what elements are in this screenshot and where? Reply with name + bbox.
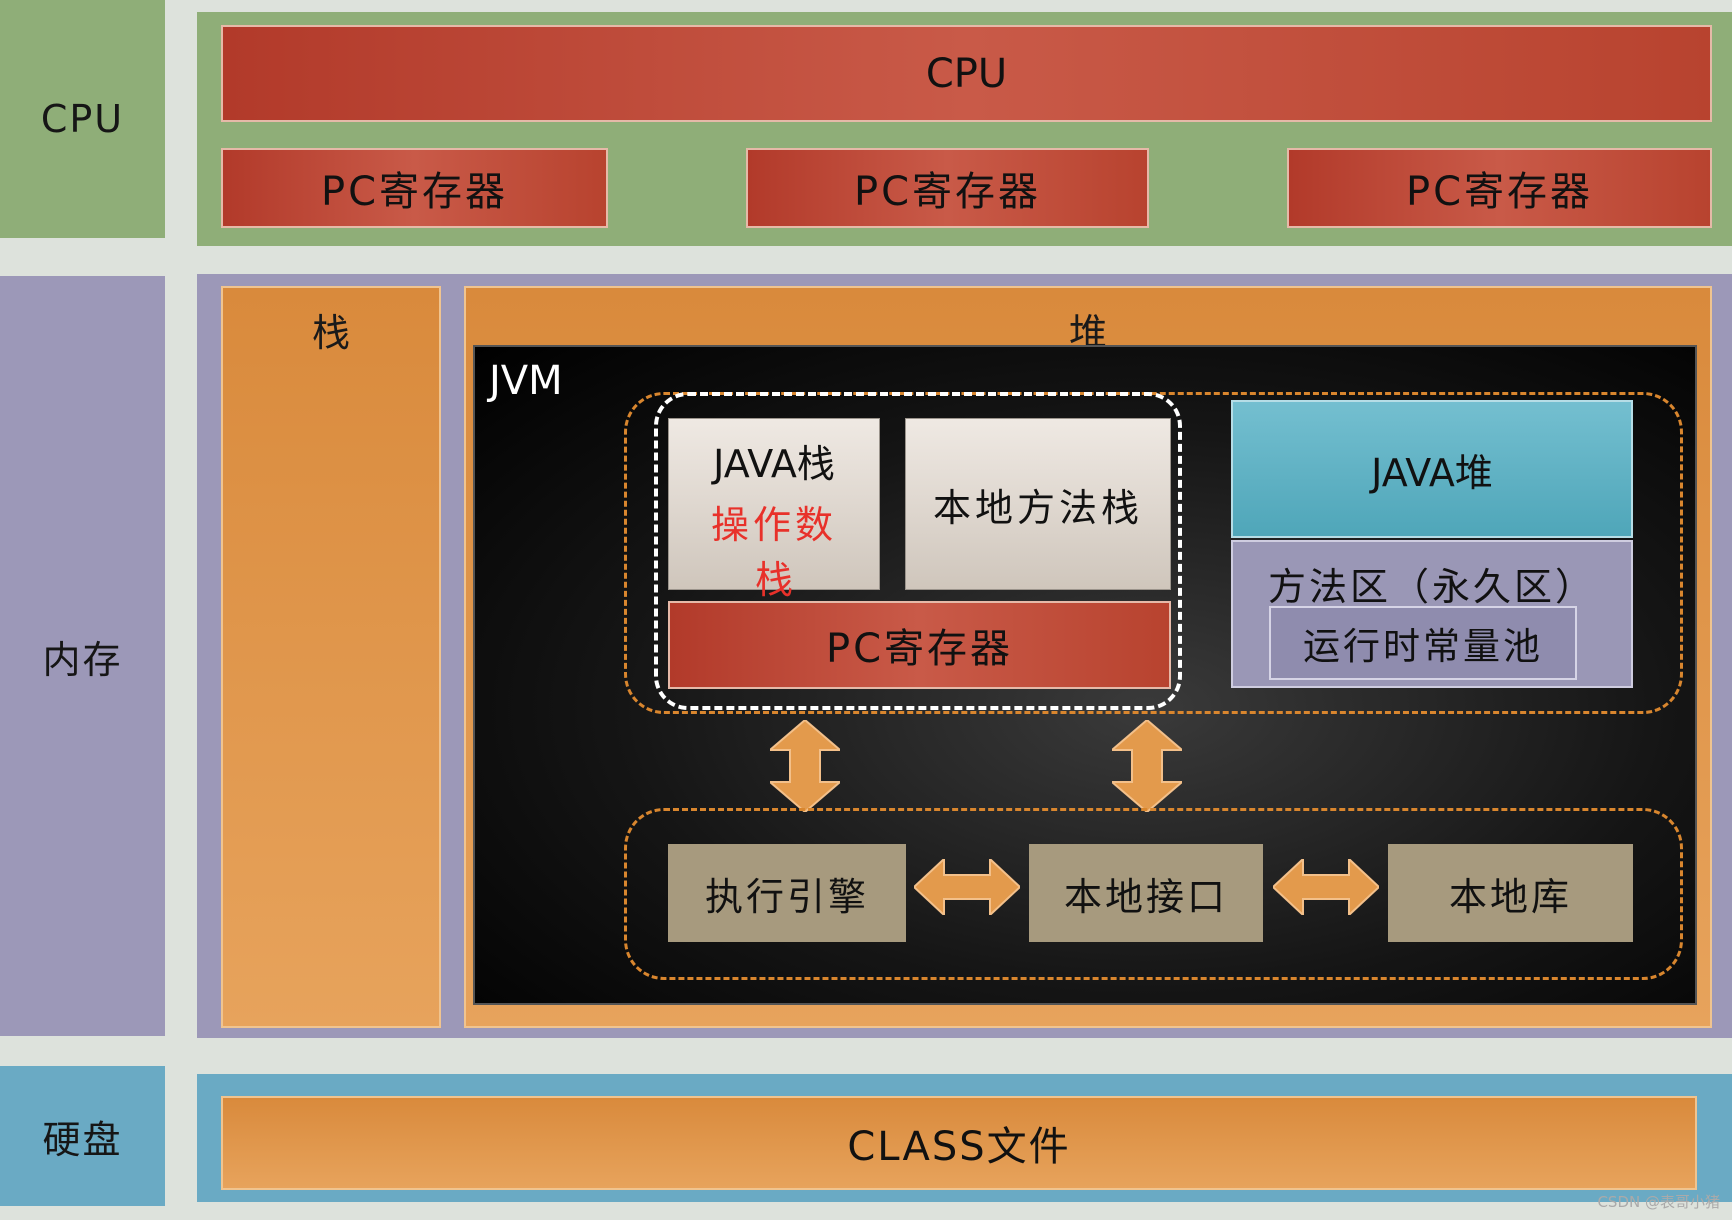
method-area-label: 方法区（永久区） — [1267, 565, 1596, 609]
native-interface-block: 本地接口 — [1029, 844, 1263, 942]
java-heap-block: JAVA堆 — [1231, 400, 1633, 538]
category-cpu-label: CPU — [40, 97, 125, 141]
operand-stack-label-line2: 栈 — [754, 558, 793, 602]
execution-group-outline — [624, 808, 1683, 980]
stack-column: 栈 — [221, 286, 441, 1028]
category-memory: 内存 — [0, 276, 165, 1036]
category-cpu: CPU — [0, 0, 165, 238]
thread-private-outline — [654, 392, 1182, 710]
category-memory-label: 内存 — [42, 637, 123, 682]
operand-stack-label-line1: 操作数 — [710, 503, 837, 547]
runtime-constant-pool-block: 运行时常量池 — [1269, 606, 1577, 680]
class-file-block: CLASS文件 — [221, 1096, 1697, 1190]
pc-register-2: PC寄存器 — [746, 148, 1149, 228]
jvm-pc-register: PC寄存器 — [668, 601, 1171, 689]
stack-title: 栈 — [311, 311, 350, 355]
native-method-stack-block: 本地方法栈 — [905, 418, 1171, 590]
horizontal-double-arrow-icon — [1273, 859, 1379, 915]
vertical-double-arrow-icon — [770, 720, 840, 812]
pc-register-1: PC寄存器 — [221, 148, 608, 228]
pc-register-3: PC寄存器 — [1287, 148, 1712, 228]
category-disk-label: 硬盘 — [42, 1117, 123, 1162]
category-disk: 硬盘 — [0, 1066, 165, 1206]
horizontal-double-arrow-icon — [914, 859, 1020, 915]
execution-engine-block: 执行引擎 — [668, 844, 906, 942]
java-stack-label: JAVA栈 — [713, 442, 835, 486]
cpu-block: CPU — [221, 25, 1712, 122]
java-stack-block: JAVA栈 操作数 栈 — [668, 418, 880, 602]
native-library-block: 本地库 — [1388, 844, 1633, 942]
jvm-label: JVM — [489, 358, 563, 404]
watermark: CSDN @表哥小猪 — [1597, 1193, 1720, 1211]
vertical-double-arrow-icon — [1112, 720, 1182, 812]
